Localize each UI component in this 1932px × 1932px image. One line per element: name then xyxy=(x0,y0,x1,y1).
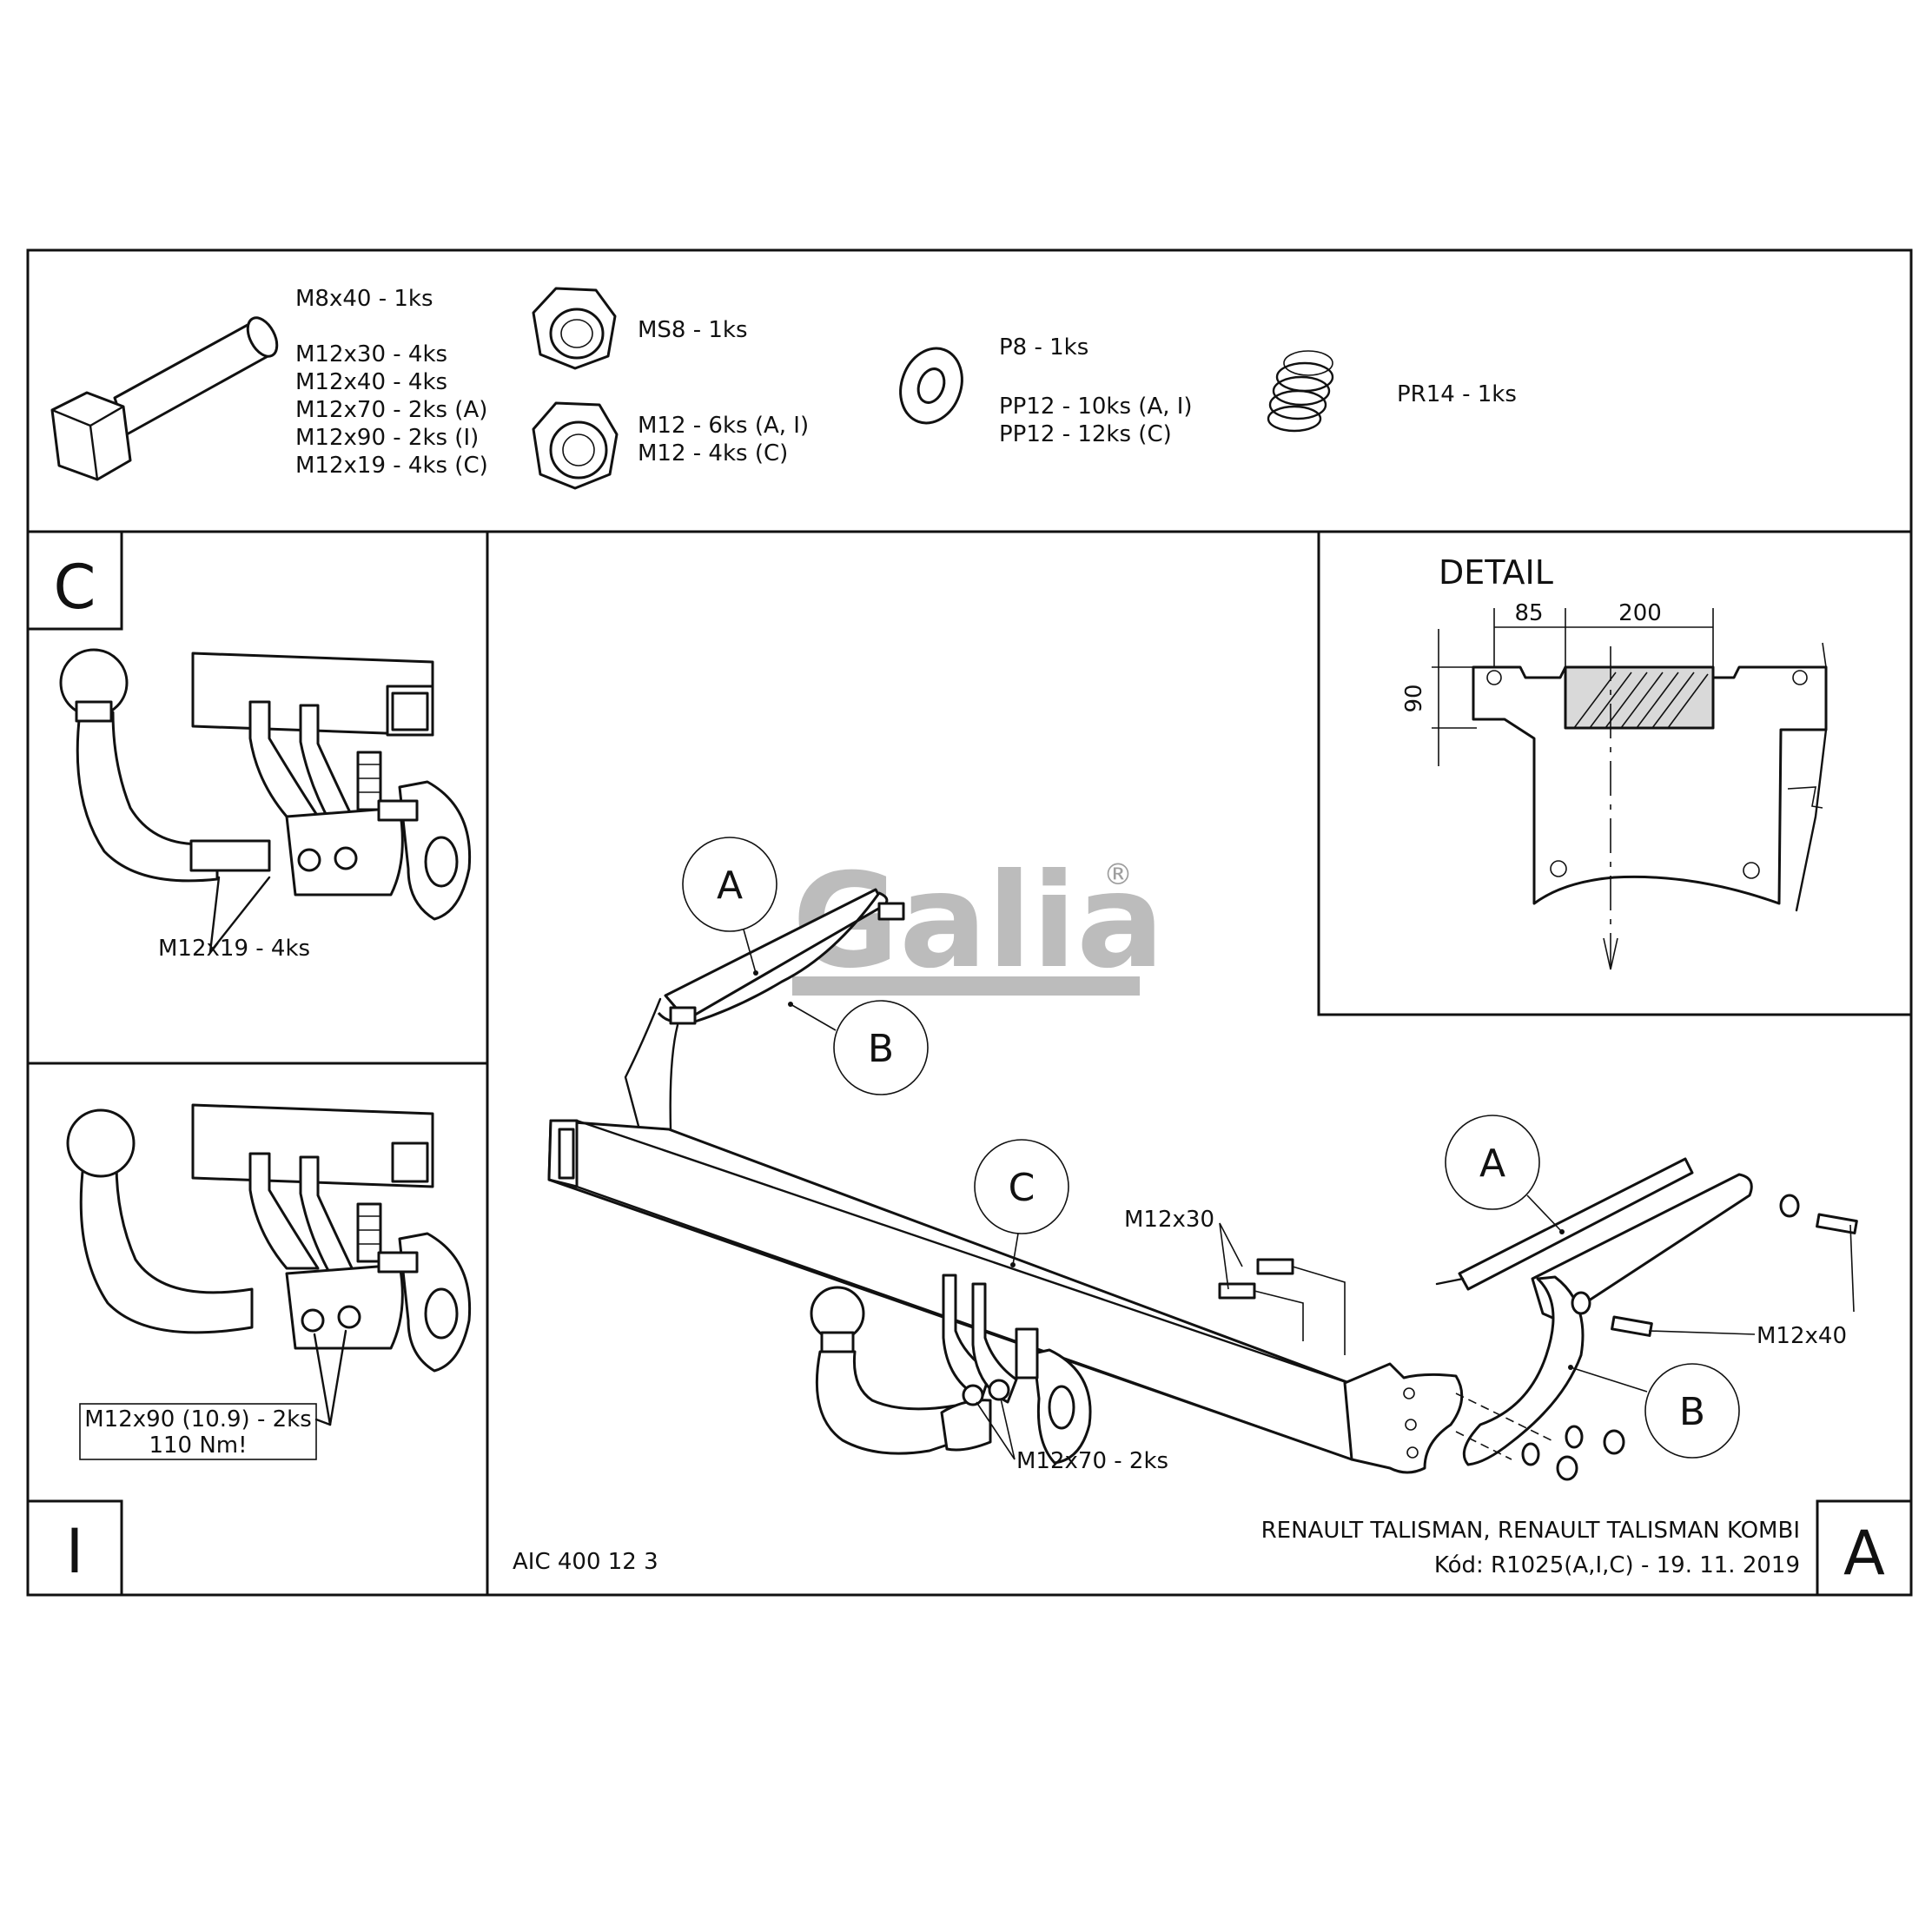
variant-c-towbar-drawing xyxy=(59,648,472,921)
variant-i-bolt-callout-1: 110 Nm! xyxy=(149,1432,247,1459)
left-bracket-drawing xyxy=(624,888,905,1131)
variant-i-towbar-drawing xyxy=(66,1103,472,1373)
sheet-frame xyxy=(26,248,1913,1597)
nut-m12-label-0: M12 - 6ks (A, I) xyxy=(638,413,809,439)
detail-bracket-drawing xyxy=(1472,642,1828,970)
callout-b-left-label: B xyxy=(868,1027,894,1071)
variant-i-badge: I xyxy=(66,1516,84,1587)
label-m12x40: M12x40 xyxy=(1757,1323,1847,1349)
bolt-label-3: M12x40 - 4ks xyxy=(295,369,447,395)
label-m12x30: M12x30 xyxy=(1124,1207,1214,1233)
m12x30-bolts xyxy=(1218,1222,1346,1355)
nut-m12-label-1: M12 - 4ks (C) xyxy=(638,440,788,466)
bolt-label-2: M12x30 - 4ks xyxy=(295,341,447,367)
detail-panel: DETAIL 85 200 90 xyxy=(1401,553,1828,970)
footer-kod: Kód: R1025(A,I,C) - 19. 11. 2019 xyxy=(1434,1552,1800,1578)
washer-label-0: P8 - 1ks xyxy=(999,334,1088,361)
right-bracket-drawing xyxy=(1435,1157,1858,1481)
spring-icon xyxy=(1267,350,1334,433)
bolt-icon xyxy=(50,316,279,481)
detail-title: DETAIL xyxy=(1439,553,1553,592)
footer: AIC 400 12 3 RENAULT TALISMAN, RENAULT T… xyxy=(513,1499,1913,1597)
footer-code: AIC 400 12 3 xyxy=(513,1549,658,1575)
footer-vehicle: RENAULT TALISMAN, RENAULT TALISMAN KOMBI xyxy=(1261,1518,1800,1544)
callout-b-right xyxy=(1568,1363,1740,1459)
callout-b-left xyxy=(788,1000,929,1095)
detail-dim-90: 90 xyxy=(1401,684,1427,712)
footer-badge: A xyxy=(1843,1518,1885,1589)
ball-hook-drawing xyxy=(810,1274,1092,1465)
detail-dim-200: 200 xyxy=(1618,600,1662,626)
callout-a-left-label: A xyxy=(717,863,743,908)
bolt-label-5: M12x90 - 2ks (I) xyxy=(295,425,479,451)
bolt-label-6: M12x19 - 4ks (C) xyxy=(295,453,488,479)
bolt-label-0: M8x40 - 1ks xyxy=(295,286,433,312)
galia-watermark-mark: ® xyxy=(1103,857,1133,892)
callout-c-label: C xyxy=(1009,1166,1035,1210)
crossbar-drawing xyxy=(547,1119,1464,1474)
washer-label-2: PP12 - 10ks (A, I) xyxy=(999,394,1193,420)
label-m12x70: M12x70 - 2ks xyxy=(1016,1448,1168,1474)
callout-a-left xyxy=(682,837,777,976)
main-assembly: Galia ® xyxy=(547,837,1858,1481)
galia-watermark-underline xyxy=(792,976,1140,996)
variant-c-badge: C xyxy=(54,552,96,623)
variant-c-panel: C M12x19 - 4ks xyxy=(26,530,472,962)
variant-i-bolt-callout-0: M12x90 (10.9) - 2ks xyxy=(84,1406,312,1432)
spring-label: PR14 - 1ks xyxy=(1397,381,1517,407)
detail-dim-85: 85 xyxy=(1514,600,1543,626)
callout-c-main xyxy=(974,1139,1069,1267)
washer-icon xyxy=(899,347,963,425)
callout-b-right-label: B xyxy=(1679,1390,1705,1434)
variant-c-bolt-callout: M12x19 - 4ks xyxy=(158,936,310,962)
callout-a-right xyxy=(1445,1115,1565,1234)
bolt-label-4: M12x70 - 2ks (A) xyxy=(295,397,487,423)
variant-i-panel: I M12x90 (10.9) - 2ks 110 Nm! xyxy=(26,1103,472,1597)
washer-label-3: PP12 - 12ks (C) xyxy=(999,421,1172,447)
callout-a-right-label: A xyxy=(1479,1141,1505,1186)
nut-ms8-label: MS8 - 1ks xyxy=(638,317,748,343)
parts-list: M8x40 - 1ks M12x30 - 4ks M12x40 - 4ks M1… xyxy=(50,286,1517,490)
nut-ms8-icon xyxy=(532,287,617,370)
nut-m12-icon xyxy=(532,401,619,490)
